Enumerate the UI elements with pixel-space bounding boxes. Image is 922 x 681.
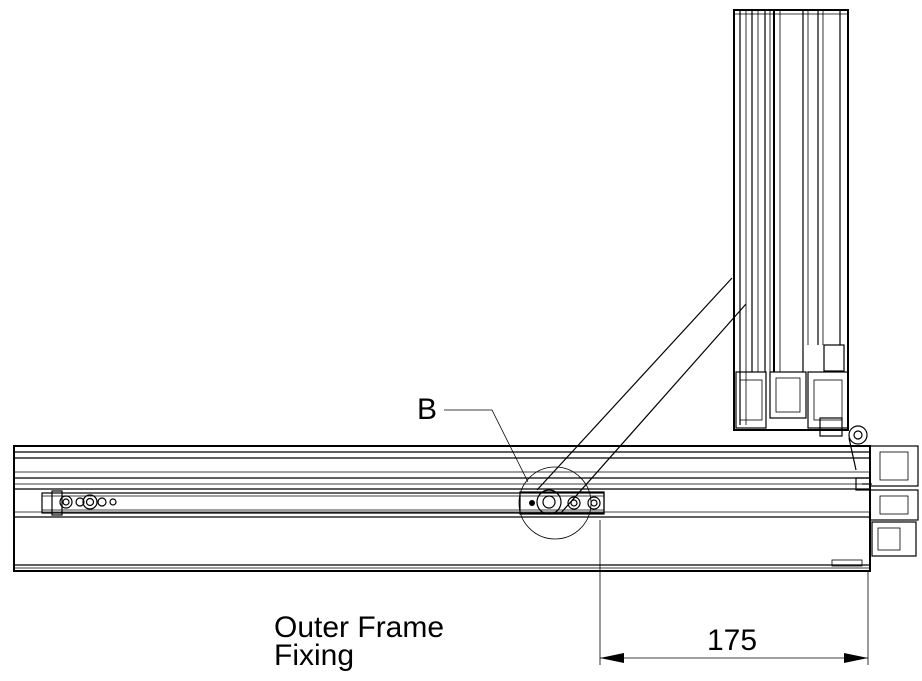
frame-end-detail <box>831 445 919 567</box>
slider-shoe <box>519 491 605 515</box>
sash-profile <box>733 9 849 437</box>
detail-b-circle <box>518 466 592 540</box>
dimension-175 <box>599 520 869 665</box>
outer-frame-profile <box>13 445 871 572</box>
left-stay-track <box>41 490 605 516</box>
stay-arm <box>536 277 747 515</box>
dimension-value: 175 <box>707 624 758 657</box>
detail-b-leader <box>444 409 529 483</box>
left-fixing-screws <box>59 494 117 510</box>
hinge <box>848 425 868 471</box>
detail-marker-label: B <box>417 393 438 426</box>
fixing-label-line1: Outer Frame <box>274 611 445 644</box>
fixing-label-line2: Fixing <box>274 639 355 672</box>
